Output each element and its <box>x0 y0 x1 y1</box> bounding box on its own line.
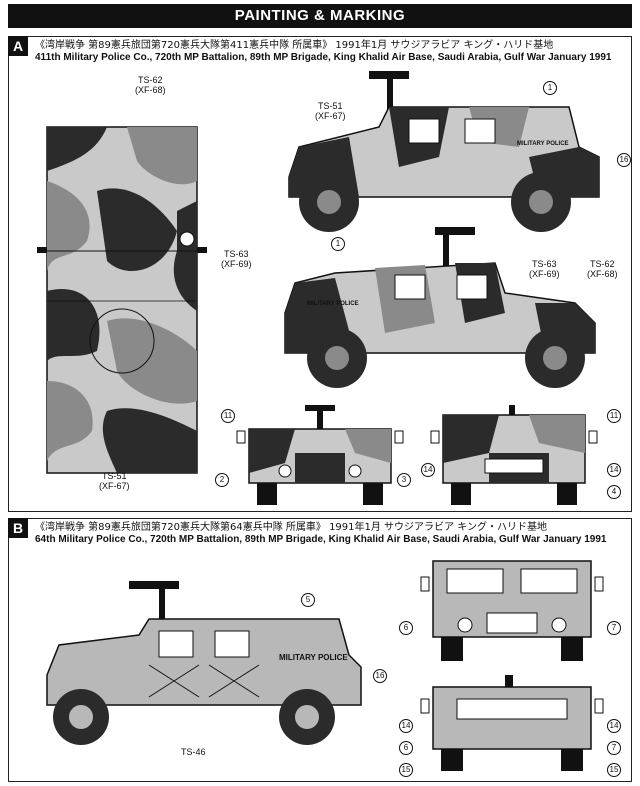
marking-number-6: 6 <box>399 621 413 635</box>
rear-view-drawing <box>430 405 598 505</box>
section-b: B 《湾岸戦争 第89憲兵旅団第720憲兵大隊第64憲兵中隊 所属車》 1991… <box>8 518 632 782</box>
marking-number-14-right: 14 <box>607 463 621 477</box>
section-a: A 《湾岸戦争 第89憲兵旅団第720憲兵大隊第411憲兵中隊 所属車》 199… <box>8 36 632 512</box>
marking-number-4: 4 <box>607 485 621 499</box>
section-a-caption-jp: 《湾岸戦争 第89憲兵旅団第720憲兵大隊第411憲兵中隊 所属車》 1991年… <box>35 40 554 51</box>
marking-number-7: 7 <box>607 621 621 635</box>
marking-number-14-b-right: 14 <box>607 719 621 733</box>
door-text-a1: MILITARY POLICE <box>517 141 569 147</box>
section-b-badge: B <box>8 518 28 538</box>
section-a-badge: A <box>8 36 28 56</box>
callout-ts63-side: TS-63(XF-69) <box>529 259 560 279</box>
marking-number-3: 3 <box>397 473 411 487</box>
right-side-view-drawing <box>288 71 600 232</box>
callout-ts51-bottom: TS-51(XF-67) <box>99 471 130 491</box>
rear-view-b-drawing <box>420 675 604 771</box>
page-header: PAINTING & MARKING <box>8 4 632 28</box>
marking-number-2: 2 <box>215 473 229 487</box>
marking-number-11: 11 <box>221 409 235 423</box>
callout-ts46: TS-46 <box>181 747 206 757</box>
section-a-caption-en: 411th Military Police Co., 720th MP Batt… <box>35 52 612 63</box>
top-view-drawing <box>37 126 207 474</box>
marking-number-7-b: 7 <box>607 741 621 755</box>
page-title: PAINTING & MARKING <box>234 7 406 24</box>
door-text-a2: MILITARY POLICE <box>307 301 359 307</box>
marking-number-15-left: 15 <box>399 763 413 777</box>
callout-ts63-right: TS-63(XF-69) <box>221 249 252 269</box>
section-b-caption-jp: 《湾岸戦争 第89憲兵旅団第720憲兵大隊第64憲兵中隊 所属車》 1991年1… <box>35 522 547 533</box>
callout-ts62-top: TS-62(XF-68) <box>135 75 166 95</box>
marking-number-1: 1 <box>543 81 557 95</box>
marking-number-16: 16 <box>617 153 631 167</box>
callout-ts51-side: TS-51(XF-67) <box>315 101 346 121</box>
left-side-view-drawing <box>284 227 596 388</box>
side-view-b-drawing <box>46 581 362 745</box>
marking-number-1-b: 1 <box>331 237 345 251</box>
marking-number-11-rear: 11 <box>607 409 621 423</box>
marking-number-15-right: 15 <box>607 763 621 777</box>
front-view-drawing <box>236 405 404 505</box>
section-b-caption-en: 64th Military Police Co., 720th MP Batta… <box>35 534 607 545</box>
marking-number-14-left: 14 <box>421 463 435 477</box>
front-view-b-drawing <box>420 560 604 661</box>
marking-number-6-b: 6 <box>399 741 413 755</box>
marking-number-5: 5 <box>301 593 315 607</box>
marking-number-16-b: 16 <box>373 669 387 683</box>
door-text-b: MILITARY POLICE <box>279 653 348 662</box>
marking-number-14-b-left: 14 <box>399 719 413 733</box>
callout-ts62-side: TS-62(XF-68) <box>587 259 618 279</box>
